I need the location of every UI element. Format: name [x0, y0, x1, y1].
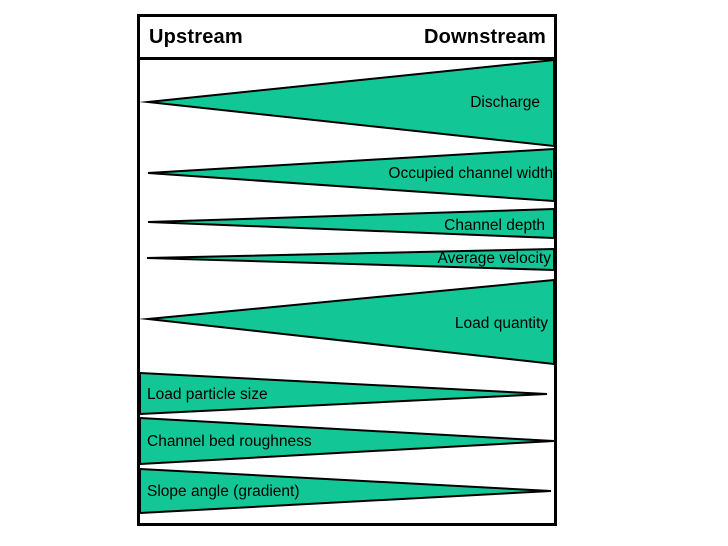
wedge-label-slope-angle-gradient: Slope angle (gradient) [147, 483, 300, 500]
wedge-label-channel-bed-roughness: Channel bed roughness [147, 433, 312, 450]
wedge-channel-bed-roughness [140, 416, 554, 466]
upstream-label: Upstream [149, 25, 243, 48]
wedge-label-load-quantity: Load quantity [455, 315, 548, 332]
wedge-average-velocity [146, 247, 554, 272]
wedge-load-particle-size [140, 371, 548, 416]
wedge-label-channel-depth: Channel depth [444, 217, 545, 234]
diagram-header: Upstream Downstream [140, 17, 554, 60]
wedge-label-occupied-channel-width: Occupied channel width [388, 165, 553, 182]
wedge-slope-angle-gradient [140, 467, 552, 515]
wedge-load-quantity [140, 278, 554, 366]
wedge-label-discharge: Discharge [470, 94, 540, 111]
downstream-label: Downstream [423, 25, 546, 48]
wedge-label-average-velocity: Average velocity [438, 250, 552, 267]
wedge-occupied-channel-width [147, 147, 554, 203]
wedge-discharge [140, 60, 554, 148]
wedge-channel-depth [147, 207, 554, 240]
wedge-label-load-particle-size: Load particle size [147, 386, 268, 403]
